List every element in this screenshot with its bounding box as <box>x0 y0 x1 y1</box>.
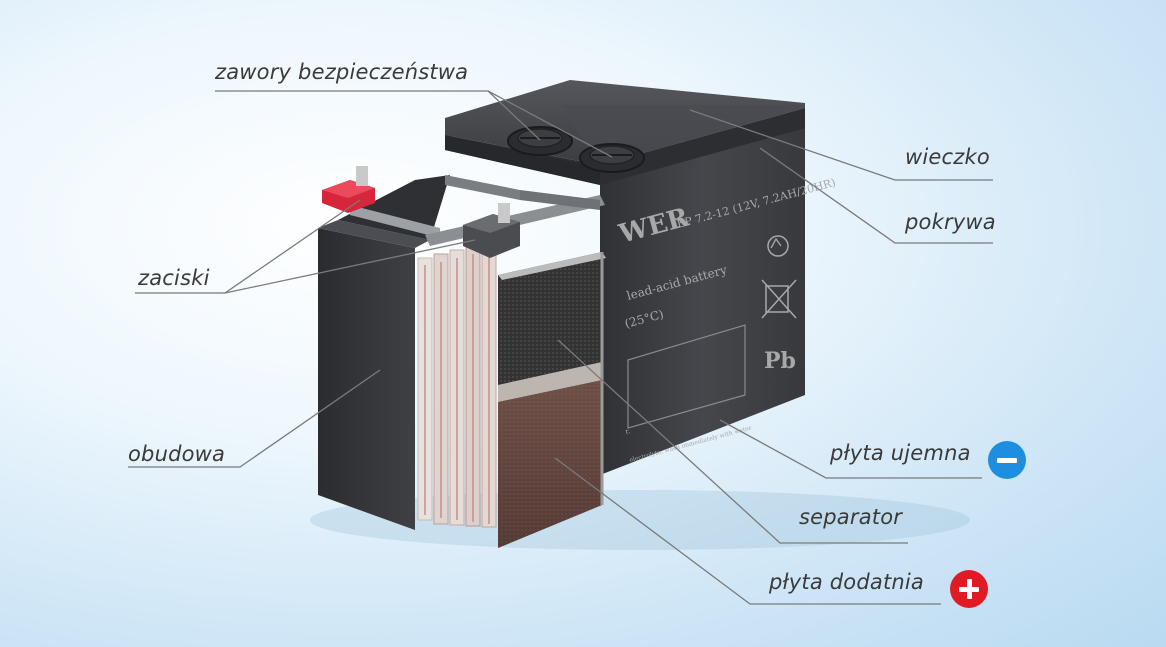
safety-valves <box>507 126 645 173</box>
label-separator: separator <box>799 505 903 529</box>
battery-label-box <box>627 324 746 429</box>
crossed-bin-icon <box>761 279 797 319</box>
terminals <box>322 166 520 258</box>
separator-strip <box>498 362 602 402</box>
label-valves: zawory bezpieczeństwa <box>215 60 469 84</box>
pb-symbol: Pb <box>764 348 796 374</box>
leader-lines <box>128 90 993 605</box>
minus-icon <box>988 441 1026 479</box>
lid-lip <box>445 135 600 185</box>
label-negative-plate: płyta ujemna <box>830 441 971 465</box>
label-housing: obudowa <box>128 442 226 466</box>
battery-front-face <box>600 120 805 475</box>
housing-top-edge <box>318 220 430 248</box>
battery-fragment: r. <box>624 427 631 436</box>
plate-stack <box>417 241 497 528</box>
negative-plate <box>498 252 602 385</box>
recycle-icon <box>767 235 789 257</box>
plus-icon <box>950 570 988 608</box>
label-terminals: zaciski <box>138 266 210 290</box>
label-cover: pokrywa <box>905 210 996 234</box>
label-positive-plate: płyta dodatnia <box>769 570 924 594</box>
label-lid: wieczko <box>905 145 990 169</box>
